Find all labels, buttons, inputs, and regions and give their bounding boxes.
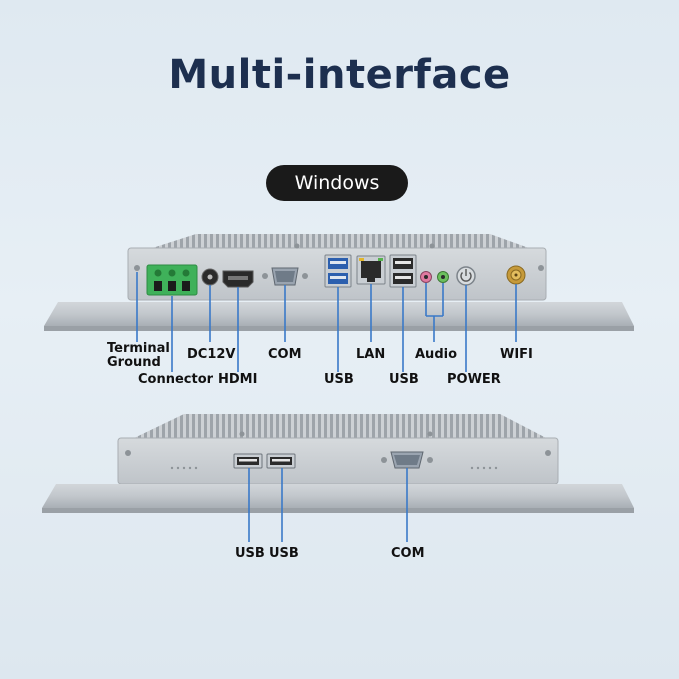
callout-lines (248, 468, 408, 542)
label-usb-right: USB (389, 372, 419, 387)
label-usb-left: USB (324, 372, 354, 387)
label-hdmi: HDMI (218, 372, 258, 387)
dc-jack-icon (201, 268, 219, 286)
usb-port-icon (233, 453, 263, 469)
com-port-icon (381, 451, 433, 469)
vent-dots (170, 466, 498, 470)
front-bezel (42, 484, 634, 508)
heatsink-fins (130, 414, 550, 440)
label-connector: Connector (138, 372, 214, 387)
screw-icon (538, 265, 544, 271)
front-bezel (44, 302, 634, 326)
power-button-icon (456, 266, 476, 286)
label-usb-bottom-2: USB (269, 546, 299, 561)
wifi-antenna-icon (506, 265, 526, 285)
label-dc12v: DC12V (187, 347, 236, 362)
label-power: POWER (447, 372, 501, 387)
com-port-icon (262, 267, 308, 286)
screw-icon (294, 243, 300, 249)
page-title: Multi-interface (168, 52, 511, 98)
label-usb-bottom-1: USB (235, 546, 265, 561)
screw-icon (545, 450, 551, 456)
label-audio: Audio (415, 347, 458, 362)
rear-housing (117, 437, 559, 485)
label-terminal-ground: Terminal Ground (107, 341, 170, 370)
screw-icon (429, 243, 435, 249)
os-badge: Windows (266, 165, 408, 201)
callout-lines (136, 272, 517, 372)
screw-icon (134, 265, 140, 271)
screw-icon (125, 450, 131, 456)
label-com-bottom: COM (391, 546, 425, 561)
usb2-port-icon (389, 254, 417, 288)
label-wifi: WIFI (500, 347, 533, 362)
label-lan: LAN (356, 347, 386, 362)
screw-icon (239, 431, 245, 437)
audio-jack-icon (420, 271, 449, 283)
bottom-device (42, 414, 634, 542)
label-com: COM (268, 347, 302, 362)
lan-port-icon (356, 255, 386, 285)
top-device (44, 234, 634, 372)
terminal-block-icon (146, 264, 198, 296)
hdmi-port-icon (222, 270, 254, 288)
usb-port-icon (266, 453, 296, 469)
screw-icon (427, 431, 433, 437)
usb3-port-icon (324, 254, 352, 288)
